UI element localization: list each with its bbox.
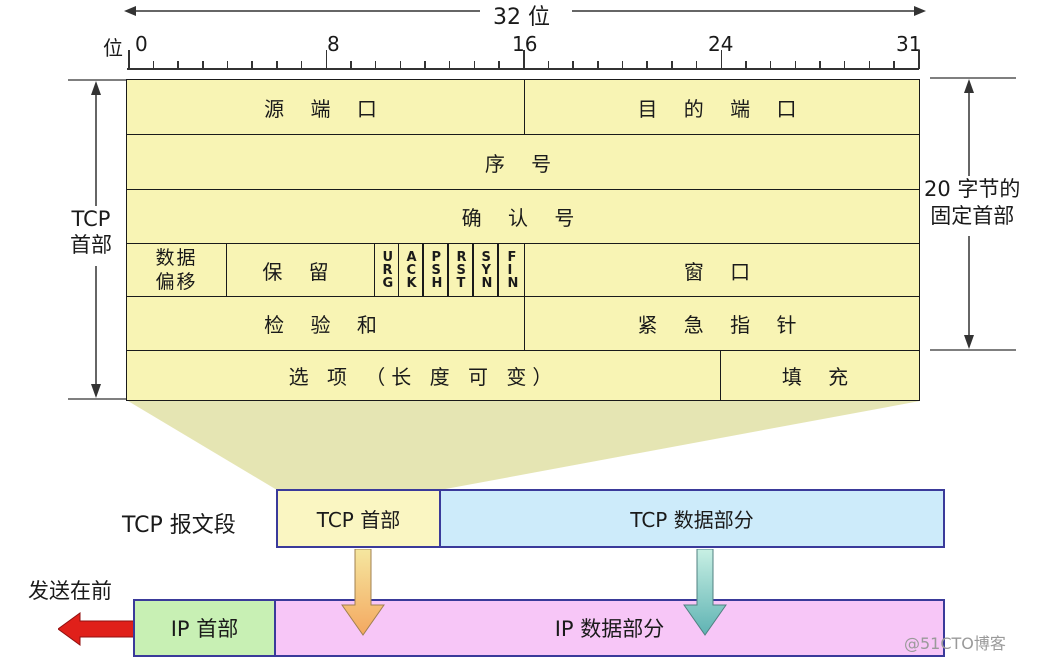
bit-label: 位 (103, 36, 123, 60)
ruler-tick (597, 61, 599, 69)
ruler-tick (893, 61, 895, 69)
ruler-tick (424, 61, 426, 69)
field-dest-port: 目 的 端 口 (524, 79, 920, 135)
segment-label: TCP 报文段 (122, 513, 236, 538)
flag-syn: SYN (473, 243, 498, 297)
data-down-arrow-overlay (683, 549, 727, 636)
ruler-tick (547, 61, 550, 69)
flag-fin-label: FIN (507, 249, 519, 291)
field-ack-number: 确 认 号 (126, 189, 920, 244)
ruler-tick (226, 61, 229, 69)
ruler-tick (473, 61, 476, 69)
bit-number-31: 31 (896, 32, 922, 56)
bit-number-16: 16 (512, 32, 538, 56)
ruler-major-tick (720, 50, 722, 69)
segment-data-label: TCP 数据部分 (630, 508, 754, 532)
ruler-tick (794, 61, 797, 69)
flag-fin: FIN (498, 243, 525, 297)
header-down-arrow-overlay (341, 549, 385, 636)
ruler-tick (498, 61, 500, 69)
tcp-header-bracket (68, 79, 126, 400)
ip-data-label: IP 数据部分 (554, 617, 665, 641)
field-checksum: 检 验 和 (126, 296, 525, 351)
watermark: @51CTO博客 (904, 634, 1006, 653)
segment-header-box: TCP 首部 (276, 489, 441, 548)
ruler-tick (276, 61, 278, 69)
flag-psh: PSH (423, 243, 448, 297)
segment-header-label: TCP 首部 (316, 508, 401, 532)
field-options: 选 项 （长 度 可 变） (126, 350, 721, 401)
ruler-major-tick (128, 50, 130, 69)
ruler-tick (202, 61, 204, 69)
ruler-tick (374, 61, 377, 69)
ruler-tick (251, 61, 253, 69)
flag-syn-label: SYN (481, 249, 493, 291)
ruler-tick (843, 61, 846, 69)
width-label: 32 位 (493, 5, 550, 30)
ruler-major-tick (918, 50, 920, 69)
field-window: 窗 口 (524, 243, 920, 297)
flag-rst: RST (448, 243, 473, 297)
ruler-tick (868, 61, 871, 69)
send-direction-arrow (58, 612, 135, 646)
flag-rst-label: RST (456, 249, 467, 291)
field-source-port: 源 端 口 (126, 79, 525, 135)
ruler-tick (572, 61, 574, 69)
ruler-tick (152, 61, 155, 69)
field-padding: 填 充 (720, 350, 920, 401)
ruler-tick (745, 61, 747, 69)
ruler-tick (621, 61, 624, 69)
width-arrow (124, 6, 926, 16)
field-sequence-number: 序 号 (126, 134, 920, 190)
ruler-tick (769, 61, 772, 69)
flag-ack: ACK (398, 243, 423, 297)
ruler-tick (300, 61, 303, 69)
fixed-header-side-label: 20 字节的 固定首部 (924, 176, 1021, 230)
ruler-major-tick (325, 50, 327, 69)
flag-urg: URG (374, 243, 399, 297)
flag-ack-label: ACK (406, 249, 417, 291)
ip-header-box: IP 首部 (133, 599, 276, 657)
ruler-tick (399, 61, 402, 69)
ruler-tick (671, 61, 673, 69)
ruler-tick (695, 61, 698, 69)
ruler-tick (448, 61, 451, 69)
flag-urg-label: URG (382, 249, 394, 291)
field-data-offset-label: 数据 偏移 (155, 247, 198, 293)
bit-number-0: 0 (135, 32, 148, 56)
bit-ruler (0, 0, 1052, 80)
flag-psh-label: PSH (431, 249, 443, 291)
ruler-major-tick (523, 50, 525, 69)
ruler-tick (177, 61, 179, 69)
field-reserved: 保 留 (226, 243, 375, 297)
fixed-header-bracket (930, 77, 1016, 351)
tcp-header-side-label: TCP 首部 (70, 206, 112, 258)
ruler-tick (646, 61, 648, 69)
send-first-label: 发送在前 (28, 579, 112, 603)
ip-data-box: IP 数据部分 (274, 599, 945, 657)
ruler-tick (819, 61, 821, 69)
field-data-offset: 数据 偏移 (126, 243, 227, 297)
ruler-tick (350, 61, 352, 69)
bit-number-8: 8 (327, 32, 340, 56)
segment-data-box: TCP 数据部分 (439, 489, 945, 548)
ip-header-label: IP 首部 (170, 617, 239, 641)
